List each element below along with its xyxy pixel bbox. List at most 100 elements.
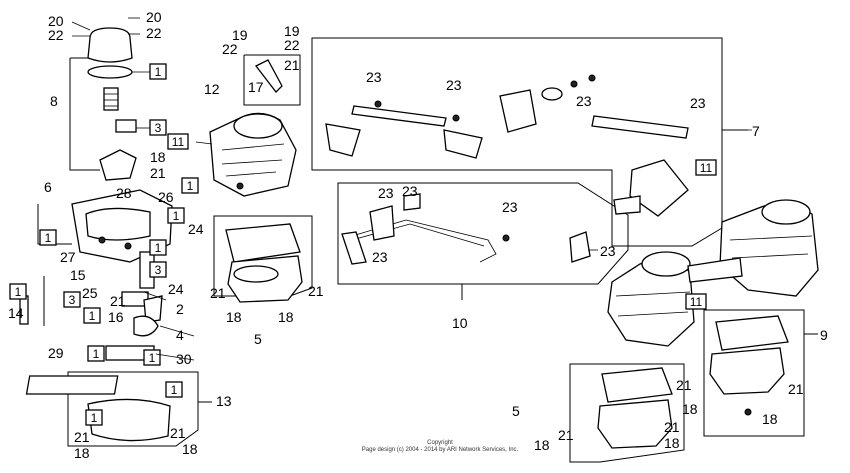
svg-text:1: 1 <box>187 179 194 193</box>
callout: 17 <box>248 79 264 95</box>
callout: 23 <box>446 77 462 93</box>
callout: 22 <box>146 25 162 41</box>
callout: 18 <box>150 149 166 165</box>
callout: 4 <box>176 327 184 343</box>
callout: 20 <box>146 9 162 25</box>
boxed-callout: 11 <box>695 159 717 176</box>
group-outlines <box>67 37 818 463</box>
svg-text:1: 1 <box>173 209 180 223</box>
callout: 14 <box>8 305 24 321</box>
copyright-notice: Copyright Page design (c) 2004 - 2014 by… <box>340 440 540 454</box>
svg-text:11: 11 <box>172 135 185 149</box>
callout: 19 <box>232 27 248 43</box>
callout: 15 <box>70 267 86 283</box>
callout: 10 <box>452 315 468 331</box>
boxed-callout: 3 <box>149 119 167 136</box>
svg-text:1: 1 <box>149 351 156 365</box>
callout: 21 <box>308 283 324 299</box>
boxed-callout: 1 <box>87 345 105 362</box>
callout: 23 <box>402 183 418 199</box>
svg-text:1: 1 <box>15 285 22 299</box>
callout: 19 <box>284 23 300 39</box>
boxed-callout: 1 <box>83 307 101 324</box>
float-bowl-center <box>225 223 303 303</box>
callout: 18 <box>664 435 680 451</box>
callout: 18 <box>534 437 550 453</box>
callout: 30 <box>176 351 192 367</box>
svg-text:1: 1 <box>45 231 52 245</box>
boxed-callout: 1 <box>85 409 103 426</box>
callout: 21 <box>284 57 300 73</box>
boxed-callout: 1 <box>143 349 161 366</box>
right-float-bowls <box>597 315 789 449</box>
svg-text:1: 1 <box>89 309 96 323</box>
callout: 7 <box>752 123 760 139</box>
callout: 22 <box>222 41 238 57</box>
callout: 22 <box>48 27 64 43</box>
svg-text:1: 1 <box>155 241 162 255</box>
callout: 23 <box>690 95 706 111</box>
boxed-callout: 1 <box>181 177 199 194</box>
svg-text:1: 1 <box>93 347 100 361</box>
boxed-callout: 11 <box>685 293 707 310</box>
callout: 18 <box>182 441 198 457</box>
svg-text:1: 1 <box>155 65 162 79</box>
callout: 21 <box>210 285 226 301</box>
callout: 25 <box>82 285 98 301</box>
callout-labels: 20 22 20 22 19 19 22 22 21 12 17 8 18 21… <box>8 9 828 461</box>
boxed-callout: 11 <box>167 133 189 150</box>
callout: 16 <box>108 309 124 325</box>
callout: 5 <box>254 331 262 347</box>
callout: 21 <box>110 293 126 309</box>
callout: 28 <box>116 185 132 201</box>
callout: 21 <box>74 429 90 445</box>
boxed-callout: 1 <box>39 229 57 246</box>
callout: 26 <box>158 189 174 205</box>
copyright-line-2: Page design (c) 2004 - 2014 by ARI Netwo… <box>361 447 519 453</box>
callout: 24 <box>168 281 184 297</box>
callout: 23 <box>366 69 382 85</box>
copyright-line-1: Copyright <box>427 440 453 446</box>
svg-text:3: 3 <box>155 121 162 135</box>
callout: 9 <box>820 327 828 343</box>
callout: 21 <box>558 427 574 443</box>
callout: 18 <box>74 445 90 461</box>
boxed-callouts: 1 3 11 1 1 1 1 1 3 3 1 1 1 1 1 11 11 <box>9 63 717 426</box>
right-carb-bodies <box>607 199 819 347</box>
boxed-callout: 1 <box>9 283 27 300</box>
svg-text:11: 11 <box>700 161 713 175</box>
svg-text:11: 11 <box>690 295 703 309</box>
callout: 6 <box>44 179 52 195</box>
svg-text:3: 3 <box>69 293 76 307</box>
boxed-callout: 1 <box>167 207 185 224</box>
callout: 13 <box>216 393 232 409</box>
callout: 23 <box>372 249 388 265</box>
callout: 8 <box>50 93 58 109</box>
callout: 22 <box>284 37 300 53</box>
linkage-7 <box>325 74 689 217</box>
callout: 21 <box>676 377 692 393</box>
callout: 21 <box>150 165 166 181</box>
callout: 18 <box>762 411 778 427</box>
air-filter-cap <box>69 27 137 181</box>
callout: 27 <box>60 249 76 265</box>
svg-text:1: 1 <box>91 411 98 425</box>
callout: 21 <box>664 419 680 435</box>
boxed-callout: 1 <box>149 239 167 256</box>
callout: 21 <box>170 425 186 441</box>
callout: 12 <box>204 81 220 97</box>
boxed-callout: 3 <box>149 261 167 278</box>
callout: 29 <box>48 345 64 361</box>
callout: 2 <box>176 301 184 317</box>
callout: 20 <box>48 13 64 29</box>
callout: 23 <box>576 93 592 109</box>
callout: 21 <box>788 381 804 397</box>
upper-carb-body <box>209 59 297 197</box>
svg-text:3: 3 <box>155 263 162 277</box>
callout: 23 <box>378 185 394 201</box>
callout: 18 <box>278 309 294 325</box>
callout: 18 <box>682 401 698 417</box>
callout: 23 <box>502 199 518 215</box>
leader-lines <box>71 17 752 361</box>
